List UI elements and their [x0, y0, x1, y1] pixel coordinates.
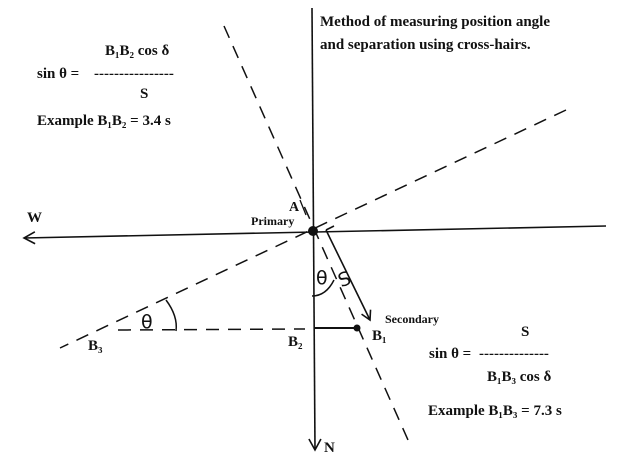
label-a: A	[289, 200, 300, 215]
label-theta-b3: θ	[141, 311, 153, 333]
label-secondary: Secondary	[385, 312, 439, 326]
formula-left-denominator: S	[140, 86, 148, 102]
formula-left-bar: ----------------	[94, 66, 174, 82]
crosshair-dashed-line-1	[59, 109, 567, 349]
primary-star	[308, 226, 318, 236]
label-s: S	[335, 267, 354, 292]
b3-b2-dashed-line	[117, 328, 306, 331]
label-b3: B₃	[88, 338, 103, 354]
formula-right-denominator: B₁B₃ cos δ	[487, 369, 551, 385]
label-b2: B₂	[288, 334, 303, 350]
title-line-2: and separation using cross-hairs.	[320, 37, 531, 53]
separation-arrow-tail	[325, 225, 335, 231]
label-primary: Primary	[251, 214, 294, 228]
theta-arc-primary	[311, 279, 335, 297]
label-b1: B₁	[372, 328, 387, 344]
formula-left-lhs: sin θ =	[37, 66, 79, 82]
title-line-1: Method of measuring position angle	[320, 14, 550, 30]
theta-arc-b3	[165, 299, 178, 332]
formula-right-lhs: sin θ =	[429, 346, 471, 362]
separation-arrow	[325, 229, 372, 322]
secondary-star	[353, 324, 361, 332]
label-theta-primary: θ	[316, 267, 328, 289]
a-pointer	[299, 199, 307, 216]
label-west: W	[27, 210, 42, 226]
formula-left-numerator: B₁B₂ cos δ	[105, 43, 169, 59]
formula-right-example: Example B₁B₃ = 7.3 s	[428, 403, 562, 419]
formula-right-bar: --------------	[479, 346, 549, 362]
formula-left-example: Example B₁B₂ = 3.4 s	[37, 113, 171, 129]
label-north: N	[324, 440, 335, 456]
formula-right-numerator: S	[521, 324, 529, 340]
